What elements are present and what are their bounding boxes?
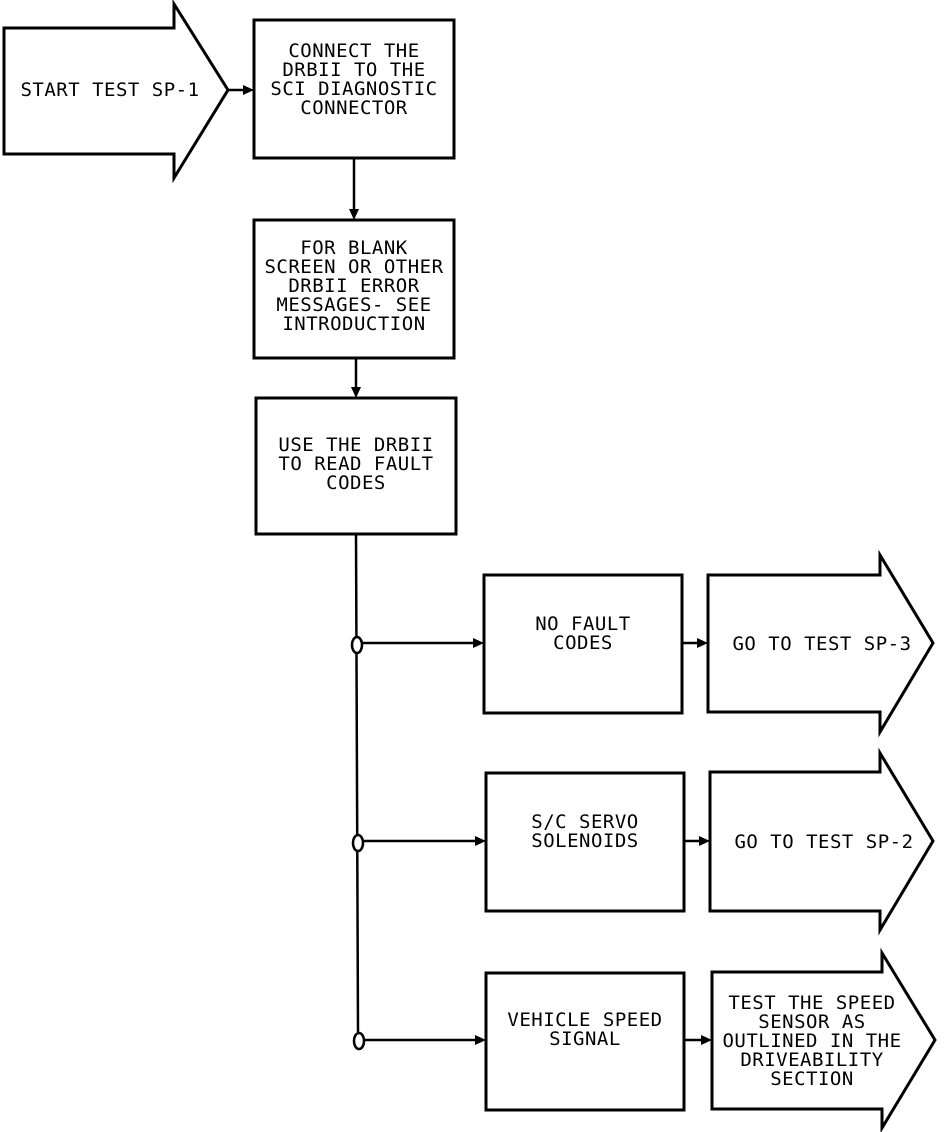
decision-junction-2: [351, 833, 365, 853]
arrowhead: [701, 1035, 712, 1045]
arrowhead: [473, 638, 484, 648]
condition-box-no-fault: [482, 573, 684, 715]
result-speed-sensor-label: TEST THE SPEED SENSOR AS OUTLINED IN THE…: [722, 991, 902, 1090]
decision-junction-1: [350, 635, 364, 655]
arrowhead: [697, 638, 708, 648]
condition-servo-label: S/C SERVO SOLENOIDS: [531, 811, 639, 852]
arrowhead: [349, 209, 359, 220]
start-arrow: [2, 0, 230, 184]
step-box-blank-screen: [252, 218, 456, 360]
condition-speed-signal-label: VEHICLE SPEED SIGNAL: [507, 1009, 663, 1050]
condition-box-servo: [484, 771, 686, 913]
result-sp2-label: GO TO TEST SP-2: [734, 830, 914, 853]
arrowhead: [243, 85, 254, 95]
result-arrow-sp2: [708, 747, 935, 936]
step-blank-screen-label: FOR BLANK SCREEN OR OTHER DRBII ERROR ME…: [264, 236, 444, 335]
arrowhead: [475, 836, 486, 846]
result-sp3-label: GO TO TEST SP-3: [732, 632, 912, 655]
connector-trunk: [354, 533, 360, 1033]
step-box-read-codes: [254, 396, 458, 536]
result-arrow-sp3: [706, 549, 935, 738]
condition-box-speed-signal: [484, 971, 686, 1112]
start-label: START TEST SP-1: [20, 78, 200, 101]
arrowhead: [475, 1035, 486, 1045]
step-connect-label: CONNECT THE DRBII TO THE SCI DIAGNOSTIC …: [270, 40, 438, 119]
arrowhead: [699, 836, 710, 846]
condition-no-fault-label: NO FAULT CODES: [535, 613, 631, 654]
step-read-codes-label: USE THE DRBII TO READ FAULT CODES: [278, 433, 434, 494]
decision-junction-3: [352, 1031, 366, 1051]
result-arrow-speed-sensor: [710, 947, 937, 1132]
arrowhead: [351, 387, 361, 398]
step-box-connect: [252, 18, 456, 160]
